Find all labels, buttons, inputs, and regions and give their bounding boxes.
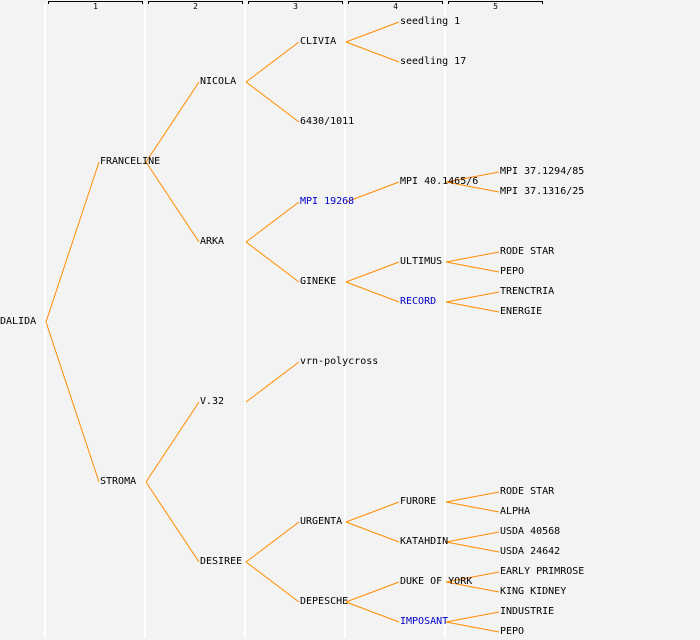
connector-line — [445, 621, 500, 633]
tree-node[interactable]: ENERGIE — [500, 306, 543, 317]
connector-line — [445, 291, 500, 303]
connector-line — [245, 201, 300, 243]
generation-header-bracket — [448, 1, 543, 4]
connector-line — [445, 571, 500, 583]
connector-line — [245, 361, 300, 403]
connector-line — [445, 541, 500, 553]
tree-node[interactable]: KING KIDNEY — [500, 586, 567, 597]
tree-node[interactable]: ALPHA — [500, 506, 531, 517]
tree-node[interactable]: RODE STAR — [500, 486, 555, 497]
tree-node[interactable]: INDUSTRIE — [500, 606, 555, 617]
generation-header-label: 5 — [493, 2, 498, 11]
tree-node[interactable]: PEPO — [500, 266, 525, 277]
tree-node[interactable]: DEPESCHE — [300, 596, 349, 607]
generation-header-label: 3 — [293, 2, 298, 11]
connector-line — [445, 301, 500, 313]
connector-line — [345, 601, 400, 623]
tree-node[interactable]: MPI 37.1316/25 — [500, 186, 585, 197]
connector-line — [445, 181, 500, 193]
tree-node[interactable]: MPI 40.1465/6 — [400, 176, 479, 187]
connector-line — [345, 261, 400, 283]
connector-line — [445, 171, 500, 183]
generation-header-bracket — [148, 1, 243, 4]
tree-node[interactable]: FURORE — [400, 496, 437, 507]
connector-line — [245, 241, 300, 283]
tree-node[interactable]: RECORD — [400, 296, 437, 307]
tree-node[interactable]: seedling 17 — [400, 56, 467, 67]
tree-node[interactable]: vrn-polycross — [300, 356, 379, 367]
tree-node[interactable]: FRANCELINE — [100, 156, 161, 167]
connector-line — [445, 491, 500, 503]
connector-line — [345, 181, 400, 203]
generation-header-label: 4 — [393, 2, 398, 11]
generation-header-label: 2 — [193, 2, 198, 11]
tree-node[interactable]: EARLY PRIMROSE — [500, 566, 585, 577]
connector-line — [145, 481, 200, 563]
tree-node[interactable]: 6430/1011 — [300, 116, 355, 127]
connector-line — [145, 401, 200, 483]
connector-line — [145, 161, 200, 243]
tree-node[interactable]: ULTIMUS — [400, 256, 443, 267]
tree-node[interactable]: seedling 1 — [400, 16, 461, 27]
tree-node[interactable]: USDA 24642 — [500, 546, 561, 557]
tree-node[interactable]: ARKA — [200, 236, 225, 247]
generation-header-bracket — [248, 1, 343, 4]
tree-node[interactable]: PEPO — [500, 626, 525, 637]
connector-line — [345, 21, 400, 43]
tree-node[interactable]: MPI 19268 — [300, 196, 355, 207]
column-separator — [144, 4, 146, 638]
tree-node[interactable]: RODE STAR — [500, 246, 555, 257]
tree-node[interactable]: DUKE OF YORK — [400, 576, 473, 587]
tree-node[interactable]: IMPOSANT — [400, 616, 449, 627]
connector-line — [445, 251, 500, 263]
tree-node[interactable]: V.32 — [200, 396, 225, 407]
generation-header-bracket — [48, 1, 143, 4]
tree-node[interactable]: DESIREE — [200, 556, 243, 567]
generation-header-label: 1 — [93, 2, 98, 11]
connector-line — [445, 611, 500, 623]
connector-line — [345, 281, 400, 303]
connector-line — [445, 531, 500, 543]
column-separator — [244, 4, 246, 638]
tree-node[interactable]: NICOLA — [200, 76, 237, 87]
connector-line — [45, 161, 100, 323]
tree-node[interactable]: STROMA — [100, 476, 137, 487]
connector-line — [245, 41, 300, 83]
tree-node[interactable]: GINEKE — [300, 276, 337, 287]
tree-node[interactable]: USDA 40568 — [500, 526, 561, 537]
connector-line — [345, 581, 400, 603]
column-separator — [44, 4, 46, 638]
connector-line — [245, 561, 300, 603]
tree-node[interactable]: MPI 37.1294/85 — [500, 166, 585, 177]
connector-line — [445, 581, 500, 593]
connector-line — [445, 501, 500, 513]
tree-node[interactable]: CLIVIA — [300, 36, 337, 47]
tree-node[interactable]: KATAHDIN — [400, 536, 449, 547]
connector-line — [145, 81, 200, 163]
root-node[interactable]: DALIDA — [0, 316, 37, 327]
connector-line — [245, 521, 300, 563]
connector-line — [345, 501, 400, 523]
connector-line — [345, 521, 400, 543]
column-separator — [344, 4, 346, 638]
generation-header-bracket — [348, 1, 443, 4]
connector-line — [345, 41, 400, 63]
connector-line — [45, 321, 100, 483]
tree-node[interactable]: URGENTA — [300, 516, 343, 527]
connector-line — [445, 261, 500, 273]
column-separator — [444, 4, 446, 638]
tree-node[interactable]: TRENCTRIA — [500, 286, 555, 297]
connector-line — [245, 81, 300, 123]
